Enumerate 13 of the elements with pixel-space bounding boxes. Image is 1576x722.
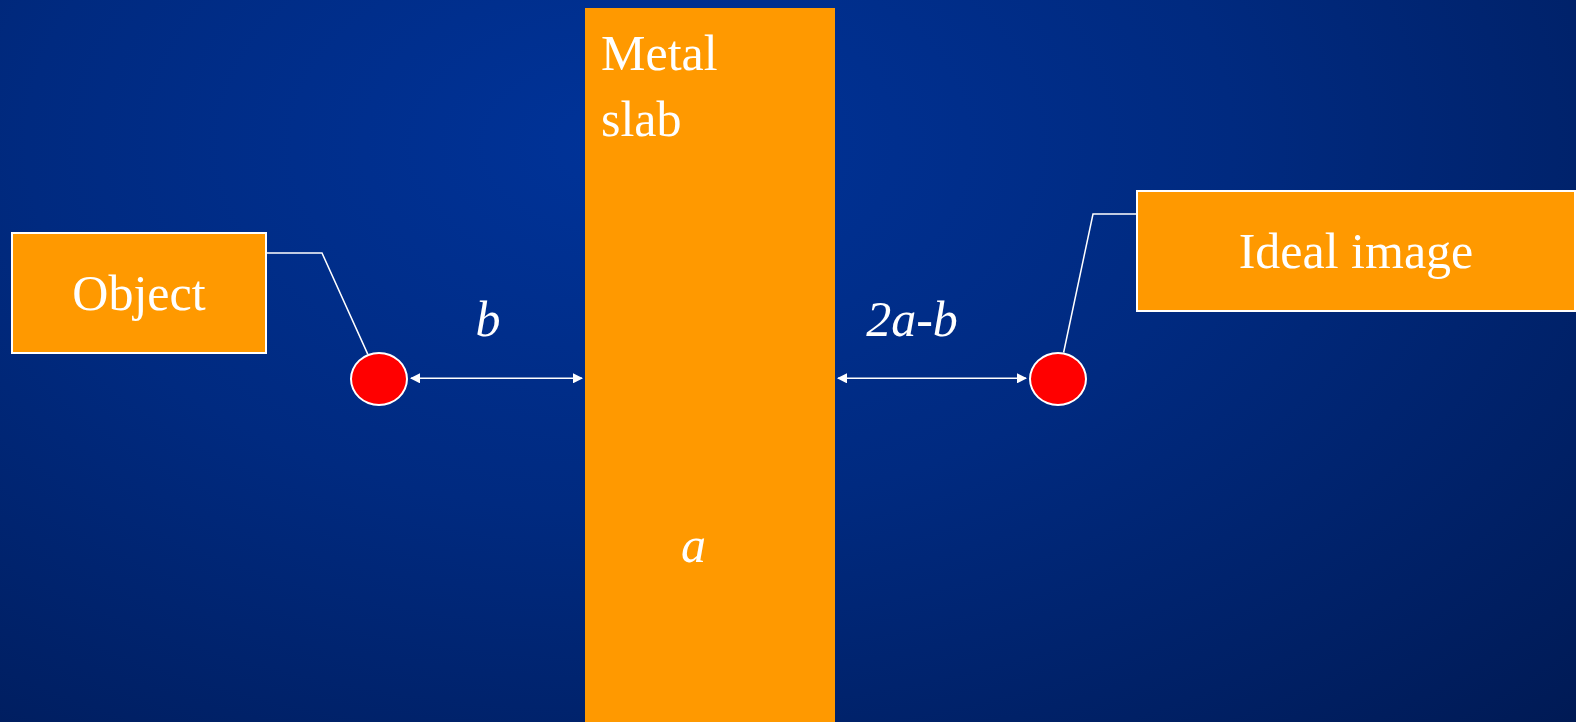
double-arrow bbox=[410, 373, 583, 384]
edge-label: 2a-b bbox=[866, 291, 958, 347]
edge-label: b bbox=[475, 291, 501, 347]
leader-line bbox=[266, 252, 369, 355]
double-arrow bbox=[837, 373, 1027, 384]
leader-line bbox=[1062, 213, 1137, 354]
object-dot bbox=[350, 352, 408, 406]
label-box: Object bbox=[11, 232, 267, 354]
image-dot bbox=[1029, 352, 1087, 406]
label-box: Ideal image bbox=[1136, 190, 1576, 312]
slab-title: Metal slab bbox=[601, 24, 719, 149]
thickness-label: a bbox=[681, 516, 706, 574]
slab-block bbox=[585, 8, 835, 722]
